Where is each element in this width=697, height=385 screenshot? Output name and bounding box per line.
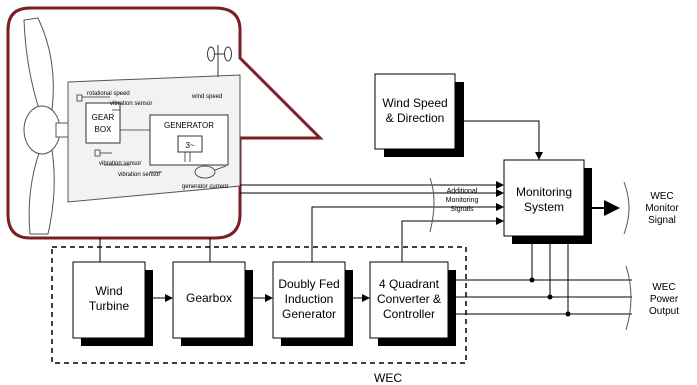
wind-to-monitoring-arrow [455,120,543,160]
wec-monitor-signal-line2: Monitor [645,203,679,214]
dfig-line1: Doubly Fed [278,277,339,291]
wind-speed-label: wind speed [191,94,222,100]
vibration-sensor-top-label: vibration sensor [110,101,152,107]
wind-turbine-line1: Wind [95,284,122,298]
wec-power-output-line2: Power [650,294,679,305]
dfig-line2: Induction [285,292,334,306]
additional-signals-line3: Signals [451,206,474,213]
nacelle-signal-lines [240,181,504,262]
nacelle-gearbox-box [85,102,121,144]
wind-speed-direction-line1: Wind Speed [382,96,447,110]
wind-turbine-line2: Turbine [89,299,130,313]
sensor-wiring [76,94,227,179]
three-phase-label: 3~ [185,141,194,150]
power-output-brace [625,265,632,331]
wec-power-output-line1: WEC [652,282,675,293]
converter-line3: Controller [383,307,435,321]
gearbox-label: Gearbox [186,291,232,305]
monitoring-system-line1: Monitoring [516,185,572,199]
gear-box-label-line2: BOX [95,125,113,134]
wec-monitor-signal-line3: Signal [648,215,676,226]
generator-current-label: generator current [182,184,228,190]
dfig-line3: Generator [282,307,336,321]
additional-signals-line2: Monitoring [446,197,479,204]
dfig-block [272,261,346,339]
gearbox-block [172,261,246,339]
monitor-signal-brace [623,181,630,235]
wec-boundary [51,246,467,364]
monitoring-system-line2: System [524,200,564,214]
vibration-sensor-low-label: vibration sensor [118,172,160,178]
wind-turbine-block [72,261,146,339]
converter-line1: 4 Quadrant [379,277,440,291]
vibration-sensor-mid-label: vibration sensor [99,161,141,167]
wec-power-output-line3: Output [649,306,679,317]
generator-label: GENERATOR [164,121,214,130]
additional-signals-brace [429,177,435,233]
wec-monitor-signal-line1: WEC [650,191,673,202]
wind-speed-direction-block [374,73,456,150]
converter-line2: Converter & [377,292,441,306]
additional-signals-line1: Additional [447,188,478,195]
power-output-lines [448,244,632,315]
wind-speed-direction-line2: & Direction [386,111,445,125]
rotational-speed-label: rotational speed [87,91,130,97]
junction-dots [529,277,571,317]
monitoring-system-block [503,159,585,237]
wec-label: WEC [374,371,402,385]
converter-block [369,261,449,339]
gear-box-label-line1: GEAR [92,113,115,122]
anemometer-icon [207,45,232,77]
callout-drop-lines [99,238,211,262]
